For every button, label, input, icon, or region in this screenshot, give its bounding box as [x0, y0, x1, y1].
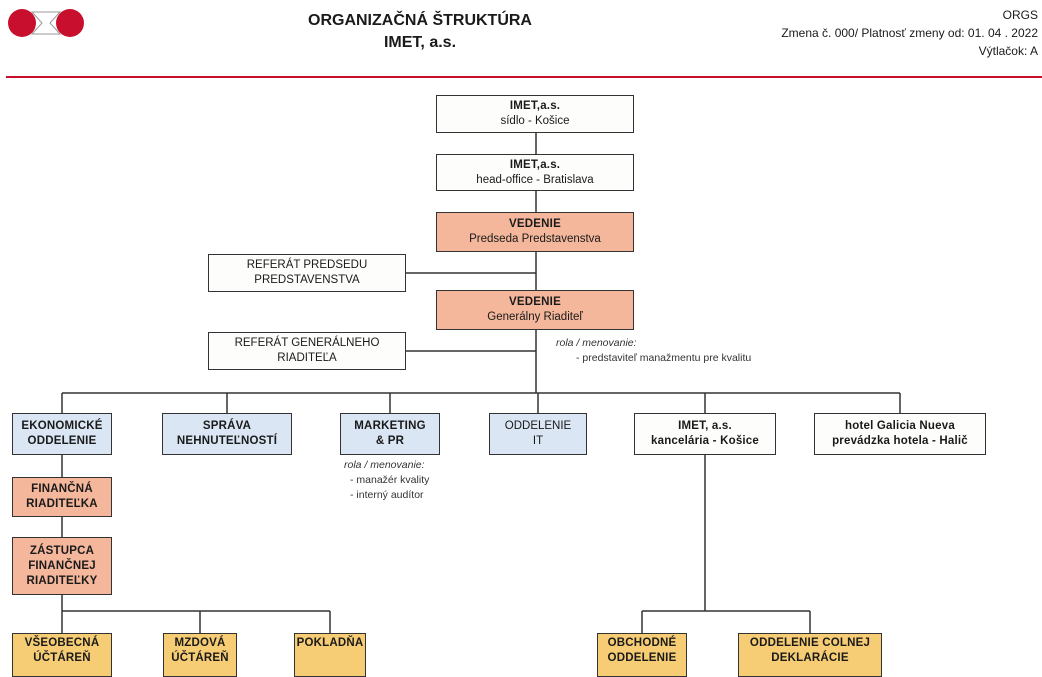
box-obchodne-line2: ODDELENIE: [607, 652, 677, 664]
box-vedenie-gr-sub: Generálny Riaditeľ: [487, 311, 583, 323]
box-mzdova-line1: MZDOVÁ: [174, 637, 226, 649]
box-it-line2: IT: [532, 435, 544, 447]
box-mzdova-uctaren: MZDOVÁ ÚČTÁREŇ: [163, 633, 237, 677]
box-kancelaria-kosice: IMET, a.s. kancelária - Košice: [634, 413, 776, 455]
box-zast-line1: ZÁSTUPCA: [29, 544, 95, 557]
box-zastupca-financnej-riaditelky: ZÁSTUPCA FINANČNEJ RIADITEĽKY: [12, 537, 112, 595]
box-fin-line2: RIADITEĽKA: [26, 498, 98, 510]
company-logo: [4, 6, 96, 40]
box-vedenie-gr-title: VEDENIE: [509, 296, 561, 308]
box-vedenie-gr: VEDENIE Generálny Riaditeľ: [436, 290, 634, 330]
box-vseobecna-uctaren: VŠEOBECNÁ ÚČTÁREŇ: [12, 633, 112, 677]
note-gr-roles: rola / menovanie: - predstaviteľ manažme…: [556, 336, 751, 366]
box-referat-gr: REFERÁT GENERÁLNEHO RIADITEĽA: [208, 332, 406, 370]
document-meta: ORGS Zmena č. 000/ Platnosť zmeny od: 01…: [781, 6, 1038, 60]
title-line-1: ORGANIZAČNÁ ŠTRUKTÚRA: [308, 12, 532, 29]
box-financna-riaditelka: FINANČNÁ RIADITEĽKA: [12, 477, 112, 517]
box-obchodne-line1: OBCHODNÉ: [607, 637, 677, 649]
box-hotel-line1: hotel Galicia Nueva: [845, 420, 955, 432]
box-fin-line1: FINANČNÁ: [31, 483, 93, 495]
box-zast-line2: FINANČNEJ: [28, 559, 96, 572]
note-marketing-item-1: - manažér kvality: [350, 474, 430, 486]
box-pokladna: POKLADŇA: [294, 633, 366, 677]
title-line-2: IMET, a.s.: [383, 34, 457, 51]
box-referat-gr-line2: RIADITEĽA: [277, 352, 337, 364]
box-imet-sidlo: IMET,a.s. sídlo - Košice: [436, 95, 634, 133]
change-info: Zmena č. 000/ Platnosť zmeny od: 01. 04 …: [781, 26, 1038, 40]
box-mzdova-line2: ÚČTÁREŇ: [171, 652, 229, 664]
box-hotel-galicia: hotel Galicia Nueva prevádzka hotela - H…: [814, 413, 986, 455]
box-vedenie-predseda: VEDENIE Predseda Predstavenstva: [436, 212, 634, 252]
box-imet-head-office: IMET,a.s. head-office - Bratislava: [436, 154, 634, 191]
box-zast-line3: RIADITEĽKY: [26, 574, 98, 587]
box-marketing-line1: MARKETING: [354, 420, 426, 432]
box-sprava-line1: SPRÁVA: [202, 420, 252, 432]
note-gr-heading: rola / menovanie:: [556, 337, 637, 349]
box-referat-pred-line1: REFERÁT PREDSEDU: [246, 259, 368, 271]
box-pokladna-line1: POKLADŇA: [296, 637, 364, 649]
box-hotel-line2: prevádzka hotela - Halič: [832, 435, 968, 447]
box-ekonom-line2: ODDELENIE: [27, 435, 97, 447]
box-obchodne-oddelenie: OBCHODNÉ ODDELENIE: [597, 633, 687, 677]
box-ekonom-line1: EKONOMICKÉ: [21, 420, 103, 432]
box-marketing-line2: & PR: [375, 435, 405, 447]
box-colne-line2: DEKLARÁCIE: [771, 652, 849, 664]
box-referat-predsedu: REFERÁT PREDSEDU PREDSTAVENSTVA: [208, 254, 406, 292]
box-vedenie-pred-title: VEDENIE: [509, 218, 561, 230]
document-title: ORGANIZAČNÁ ŠTRUKTÚRA IMET, a.s.: [200, 10, 640, 54]
document-code: ORGS: [1002, 8, 1038, 22]
box-vseob-line1: VŠEOBECNÁ: [24, 637, 100, 649]
box-kancelaria-line1: IMET, a.s.: [678, 420, 732, 432]
box-ekonomicke-oddelenie: EKONOMICKÉ ODDELENIE: [12, 413, 112, 455]
box-referat-pred-line2: PREDSTAVENSTVA: [254, 274, 360, 286]
box-vedenie-pred-sub: Predseda Predstavenstva: [469, 233, 601, 245]
note-marketing-item-2: - interný audítor: [350, 489, 424, 501]
note-marketing-heading: rola / menovanie:: [344, 459, 425, 471]
header-divider: [6, 76, 1042, 78]
box-referat-gr-line1: REFERÁT GENERÁLNEHO: [234, 337, 380, 349]
copy-info: Výtlačok: A: [978, 44, 1038, 58]
box-sprava-nehnutelnosti: SPRÁVA NEHNUTEĽNOSTÍ: [162, 413, 292, 455]
box-oddelenie-it: ODDELENIE IT: [489, 413, 587, 455]
box-it-line1: ODDELENIE: [504, 420, 572, 432]
box-imet-sidlo-sub: sídlo - Košice: [500, 115, 570, 127]
box-colne-line1: ODDELENIE COLNEJ: [749, 637, 871, 649]
box-imet-head-sub: head-office - Bratislava: [476, 173, 594, 186]
note-gr-item: - predstaviteľ manažmentu pre kvalitu: [576, 352, 752, 364]
box-marketing-pr: MARKETING & PR: [340, 413, 440, 455]
box-vseob-line2: ÚČTÁREŇ: [33, 652, 91, 664]
note-marketing-roles: rola / menovanie: - manažér kvality - in…: [344, 458, 429, 503]
box-oddelenie-colnej-deklaracie: ODDELENIE COLNEJ DEKLARÁCIE: [738, 633, 882, 677]
box-kancelaria-line2: kancelária - Košice: [651, 435, 759, 447]
box-imet-head-title: IMET,a.s.: [509, 158, 561, 171]
box-sprava-line2: NEHNUTEĽNOSTÍ: [176, 435, 278, 447]
box-imet-sidlo-title: IMET,a.s.: [509, 100, 561, 112]
